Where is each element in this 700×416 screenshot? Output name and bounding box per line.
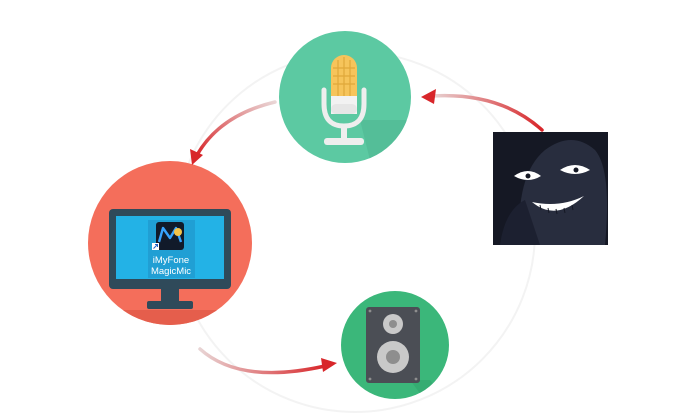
- arrow-avatar-to-mic: [421, 89, 544, 132]
- speaker-node: [341, 291, 449, 399]
- computer-node: iMyFone MagicMic: [88, 161, 252, 325]
- magicmic-app-icon[interactable]: iMyFone MagicMic: [148, 220, 195, 278]
- microphone-icon: [321, 55, 367, 145]
- shadow-face-avatar: [493, 132, 608, 245]
- microphone-node: [279, 31, 411, 163]
- app-icon-label-line2: MagicMic: [151, 266, 191, 277]
- arrow-computer-to-speaker: [198, 347, 337, 375]
- app-icon-label-line1: iMyFone: [153, 255, 189, 266]
- arrow-mic-to-computer: [190, 100, 277, 165]
- speaker-icon: [366, 307, 420, 383]
